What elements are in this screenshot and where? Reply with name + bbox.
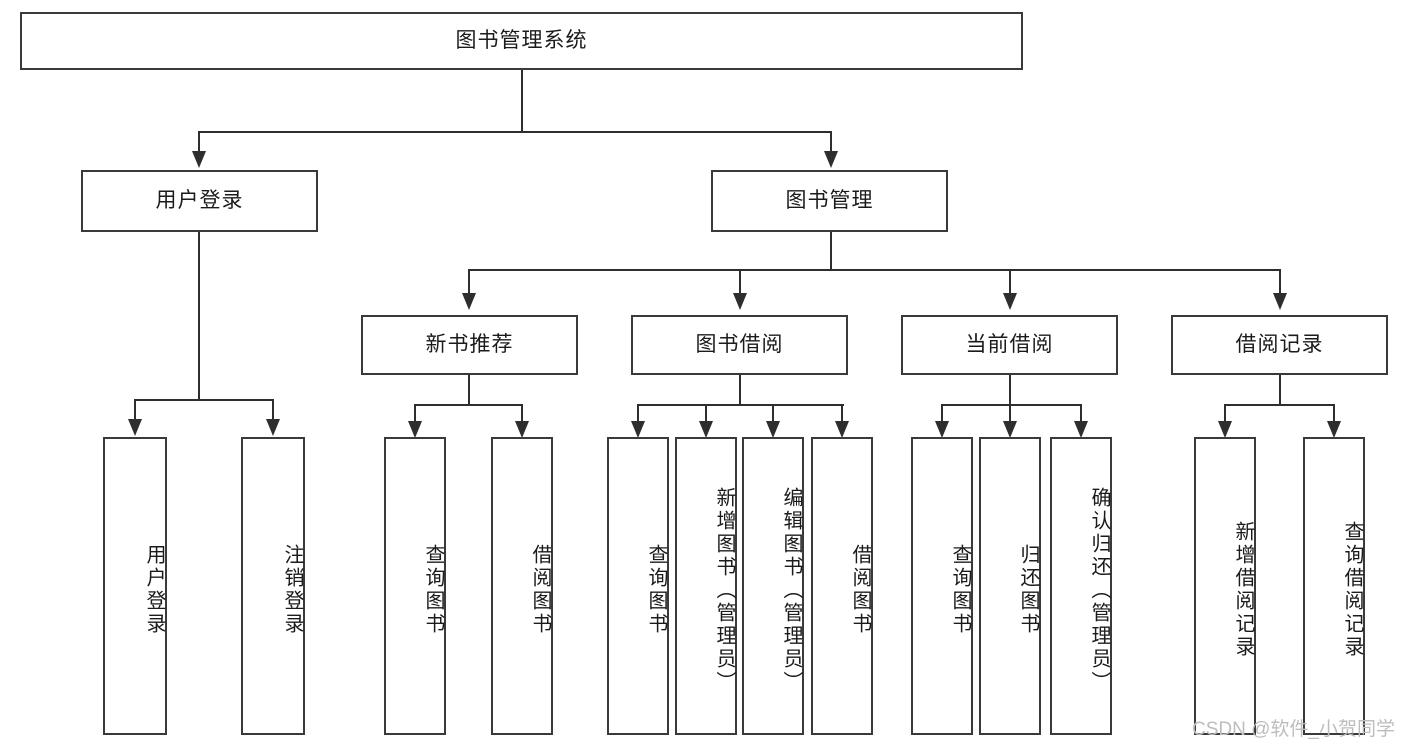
arrowhead-leaf-user-logout xyxy=(266,419,280,436)
node-leaf-borrow-book-2[interactable]: 借阅图书 xyxy=(811,437,873,735)
node-leaf-query-record-label: 查询借阅记录 xyxy=(1341,521,1363,659)
arrowhead-add-record xyxy=(1218,421,1232,438)
node-book-borrow[interactable]: 图书借阅 xyxy=(631,315,848,375)
node-borrow-record[interactable]: 借阅记录 xyxy=(1171,315,1388,375)
connector-level3-bus xyxy=(468,269,1281,271)
node-leaf-return-book-label: 归还图书 xyxy=(1017,544,1039,636)
arrowhead-current-borrow xyxy=(1003,293,1017,310)
arrowhead-query-book-3 xyxy=(935,421,949,438)
connector-drop-current-borrow xyxy=(1009,269,1011,295)
connector-drop-borrow-book-2 xyxy=(841,404,843,424)
arrowhead-borrow-record xyxy=(1273,293,1287,310)
connector-drop-confirm-return xyxy=(1080,404,1082,424)
connector-drop-book-borrow xyxy=(739,269,741,295)
connector-drop-query-book-3 xyxy=(941,404,943,424)
node-leaf-query-book-2-label: 查询图书 xyxy=(645,544,667,636)
connector-new-book-rec-stem xyxy=(468,375,470,405)
node-leaf-user-login[interactable]: 用户登录 xyxy=(103,437,167,735)
node-leaf-query-book-2[interactable]: 查询图书 xyxy=(607,437,669,735)
connector-drop-query-book-2 xyxy=(637,404,639,424)
node-current-borrow-label: 当前借阅 xyxy=(965,332,1054,356)
node-leaf-borrow-book-1-label: 借阅图书 xyxy=(529,544,551,636)
node-leaf-query-record[interactable]: 查询借阅记录 xyxy=(1303,437,1365,735)
arrowhead-confirm-return xyxy=(1074,421,1088,438)
connector-drop-leaf-user-login xyxy=(134,399,136,421)
connector-root-stem xyxy=(521,70,523,132)
node-leaf-edit-book-label: 编辑图书（管理员） xyxy=(780,486,802,694)
arrowhead-book-borrow xyxy=(733,293,747,310)
connector-current-borrow-bus xyxy=(941,404,1082,406)
connector-drop-add-record xyxy=(1224,404,1226,424)
node-leaf-user-login-label: 用户登录 xyxy=(143,544,165,636)
node-borrow-record-label: 借阅记录 xyxy=(1235,332,1324,356)
connector-drop-new-book-rec xyxy=(468,269,470,295)
node-leaf-return-book[interactable]: 归还图书 xyxy=(979,437,1041,735)
node-current-borrow[interactable]: 当前借阅 xyxy=(901,315,1118,375)
node-leaf-add-book[interactable]: 新增图书（管理员） xyxy=(675,437,737,735)
node-leaf-add-book-label: 新增图书（管理员） xyxy=(713,486,735,694)
connector-drop-user-login xyxy=(198,131,200,153)
node-leaf-borrow-book-2-label: 借阅图书 xyxy=(849,544,871,636)
connector-drop-book-manage xyxy=(830,131,832,153)
connector-drop-borrow-record xyxy=(1279,269,1281,295)
arrowhead-book-manage xyxy=(824,151,838,168)
node-leaf-query-book-3[interactable]: 查询图书 xyxy=(911,437,973,735)
connector-level2-bus xyxy=(198,131,832,133)
connector-drop-add-book xyxy=(705,404,707,424)
connector-drop-query-book-1 xyxy=(414,404,416,424)
node-leaf-query-book-1-label: 查询图书 xyxy=(422,544,444,636)
arrowhead-edit-book xyxy=(766,421,780,438)
connector-drop-borrow-book-1 xyxy=(521,404,523,424)
arrowhead-borrow-book-2 xyxy=(835,421,849,438)
node-leaf-query-book-1[interactable]: 查询图书 xyxy=(384,437,446,735)
node-leaf-edit-book[interactable]: 编辑图书（管理员） xyxy=(742,437,804,735)
node-book-manage[interactable]: 图书管理 xyxy=(711,170,948,232)
node-root-label: 图书管理系统 xyxy=(455,28,588,52)
connector-drop-query-record xyxy=(1333,404,1335,424)
arrowhead-borrow-book-1 xyxy=(515,421,529,438)
arrowhead-query-book-2 xyxy=(631,421,645,438)
node-book-borrow-label: 图书借阅 xyxy=(695,332,784,356)
connector-user-login-stem xyxy=(198,232,200,400)
node-leaf-borrow-book-1[interactable]: 借阅图书 xyxy=(491,437,553,735)
node-leaf-add-record-label: 新增借阅记录 xyxy=(1232,521,1254,659)
node-leaf-user-logout[interactable]: 注销登录 xyxy=(241,437,305,735)
node-user-login-label: 用户登录 xyxy=(155,188,244,212)
watermark-text: CSDN @软件_小贺同学 xyxy=(1192,719,1395,740)
arrowhead-query-record xyxy=(1327,421,1341,438)
arrowhead-user-login xyxy=(192,151,206,168)
connector-current-borrow-stem xyxy=(1009,375,1011,405)
arrowhead-new-book-rec xyxy=(462,293,476,310)
node-leaf-query-book-3-label: 查询图书 xyxy=(949,544,971,636)
arrowhead-leaf-user-login xyxy=(128,419,142,436)
node-user-login[interactable]: 用户登录 xyxy=(81,170,318,232)
arrowhead-add-book xyxy=(699,421,713,438)
connector-user-login-bus xyxy=(134,399,272,401)
connector-drop-leaf-user-logout xyxy=(272,399,274,421)
connector-book-borrow-bus xyxy=(637,404,844,406)
node-new-book-rec[interactable]: 新书推荐 xyxy=(361,315,578,375)
connector-borrow-record-stem xyxy=(1279,375,1281,405)
connector-borrow-record-bus xyxy=(1224,404,1334,406)
connector-book-manage-stem xyxy=(830,232,832,270)
connector-new-book-rec-bus xyxy=(414,404,522,406)
connector-book-borrow-stem xyxy=(739,375,741,405)
node-root[interactable]: 图书管理系统 xyxy=(20,12,1023,70)
node-leaf-user-logout-label: 注销登录 xyxy=(281,544,303,636)
node-leaf-add-record[interactable]: 新增借阅记录 xyxy=(1194,437,1256,735)
connector-drop-edit-book xyxy=(772,404,774,424)
node-leaf-confirm-return-label: 确认归还（管理员） xyxy=(1088,486,1110,694)
arrowhead-query-book-1 xyxy=(408,421,422,438)
node-book-manage-label: 图书管理 xyxy=(785,188,874,212)
connector-drop-return-book xyxy=(1009,404,1011,424)
arrowhead-return-book xyxy=(1003,421,1017,438)
node-leaf-confirm-return[interactable]: 确认归还（管理员） xyxy=(1050,437,1112,735)
node-new-book-rec-label: 新书推荐 xyxy=(425,332,514,356)
